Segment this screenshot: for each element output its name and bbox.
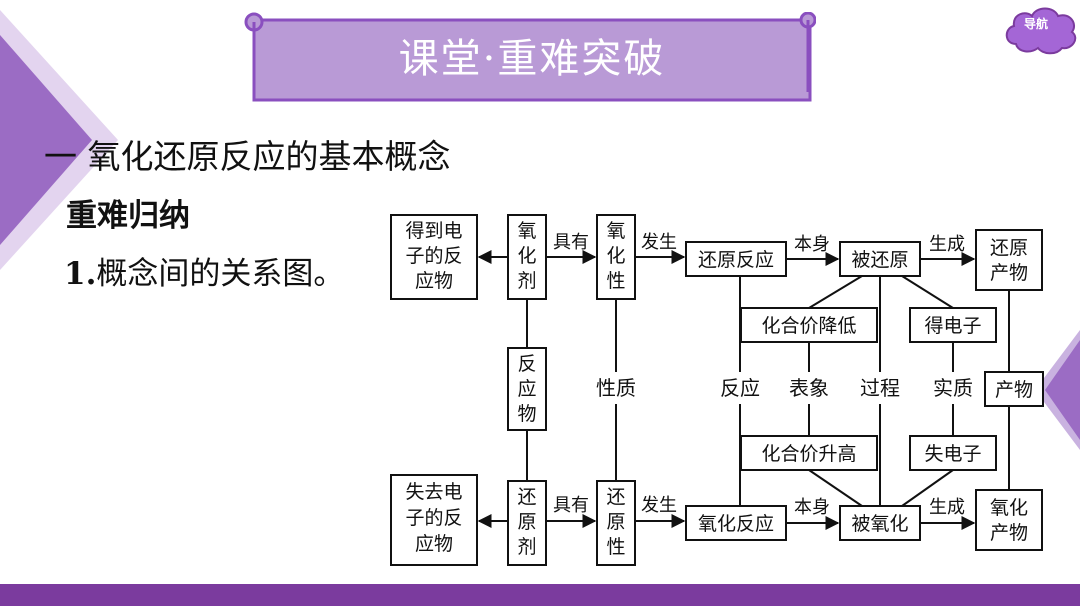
reducing-char1: 还 — [606, 486, 625, 508]
bottom-bar — [0, 584, 1080, 606]
reduction-product-line1: 还原 — [990, 237, 1028, 259]
label-has-top: 具有 — [553, 232, 589, 253]
oxidant-char1: 氧 — [517, 220, 536, 242]
reduction-product-line2: 产物 — [990, 262, 1028, 284]
box-oxidizing — [596, 214, 636, 300]
oxidation-product-line1: 氧化 — [990, 497, 1028, 519]
lose-product-line1: 失去电 — [405, 481, 462, 503]
section-subtitle: 重难归纳 — [66, 198, 190, 234]
item-text: 概念间的关系图。 — [96, 256, 345, 292]
reactant-char3: 物 — [517, 403, 536, 425]
concept-diagram: 得到电 子的反 应物 氧 化 剂 氧 化 性 还原反应 被还原 还原 产物 化合… — [390, 214, 1044, 566]
oxidizing-char1: 氧 — [606, 220, 625, 242]
oxidizing-char3: 性 — [606, 270, 625, 292]
label-property: 性质 — [596, 376, 636, 400]
box-product — [984, 371, 1044, 407]
reducing-char3: 性 — [606, 536, 625, 558]
lose-product-line3: 应物 — [415, 533, 453, 555]
reactant-char1: 反 — [517, 353, 536, 375]
reduction-reaction-text: 还原反应 — [698, 249, 774, 271]
left-decoration — [0, 10, 118, 270]
page-title: 课堂·重难突破 — [398, 36, 666, 82]
product-text: 产物 — [995, 379, 1033, 401]
box-lose-product — [390, 474, 478, 566]
box-reduced — [839, 241, 921, 277]
reactant-char2: 应 — [517, 378, 536, 400]
nav-cloud-icon[interactable] — [1002, 4, 1080, 56]
label-generates-top: 生成 — [929, 234, 965, 255]
gain-product-line2: 子的反 — [405, 245, 462, 267]
oxidant-char2: 化 — [517, 245, 536, 267]
gain-product-line3: 应物 — [415, 270, 453, 292]
reductant-char3: 剂 — [517, 536, 536, 558]
label-appearance: 表象 — [789, 376, 829, 400]
label-generates-bottom: 生成 — [929, 497, 965, 518]
oxidant-char3: 剂 — [517, 270, 536, 292]
reducing-char2: 原 — [606, 511, 625, 533]
label-has-bottom: 具有 — [553, 495, 589, 516]
lose-product-line2: 子的反 — [405, 507, 462, 529]
lose-electrons-text: 失电子 — [924, 443, 981, 465]
valence-up-text: 化合价升高 — [761, 443, 856, 465]
box-oxidation-product — [975, 489, 1043, 551]
label-occurs-bottom: 发生 — [641, 495, 677, 516]
label-essence: 实质 — [933, 376, 973, 400]
box-gain-product — [390, 214, 478, 300]
gain-product-line1: 得到电 — [405, 220, 462, 242]
section-title: 一 氧化还原反应的基本概念 — [44, 137, 451, 176]
oxidized-text: 被氧化 — [851, 513, 908, 535]
gain-electrons-text: 得电子 — [924, 315, 981, 337]
right-decoration — [1035, 330, 1080, 450]
oxidizing-char2: 化 — [606, 245, 625, 267]
label-reaction: 反应 — [720, 376, 760, 400]
item-title: 1.概念间的关系图。 — [64, 248, 344, 293]
reductant-char2: 原 — [517, 511, 536, 533]
item-number: 1. — [64, 256, 97, 292]
box-valence-down — [740, 307, 878, 343]
reductant-char1: 还 — [517, 486, 536, 508]
box-reduction-reaction — [685, 241, 787, 277]
box-lose-electrons — [909, 435, 997, 471]
valence-down-text: 化合价降低 — [761, 315, 856, 337]
label-occurs-top: 发生 — [641, 232, 677, 253]
reduced-text: 被还原 — [851, 249, 908, 271]
label-process: 过程 — [860, 376, 900, 400]
title-banner — [244, 12, 816, 102]
label-itself-top: 本身 — [794, 234, 830, 255]
label-itself-bottom: 本身 — [794, 497, 830, 518]
oxidation-product-line2: 产物 — [990, 522, 1028, 544]
oxidation-reaction-text: 氧化反应 — [698, 513, 774, 535]
nav-label[interactable]: 导航 — [1023, 17, 1048, 31]
box-valence-up — [740, 435, 878, 471]
